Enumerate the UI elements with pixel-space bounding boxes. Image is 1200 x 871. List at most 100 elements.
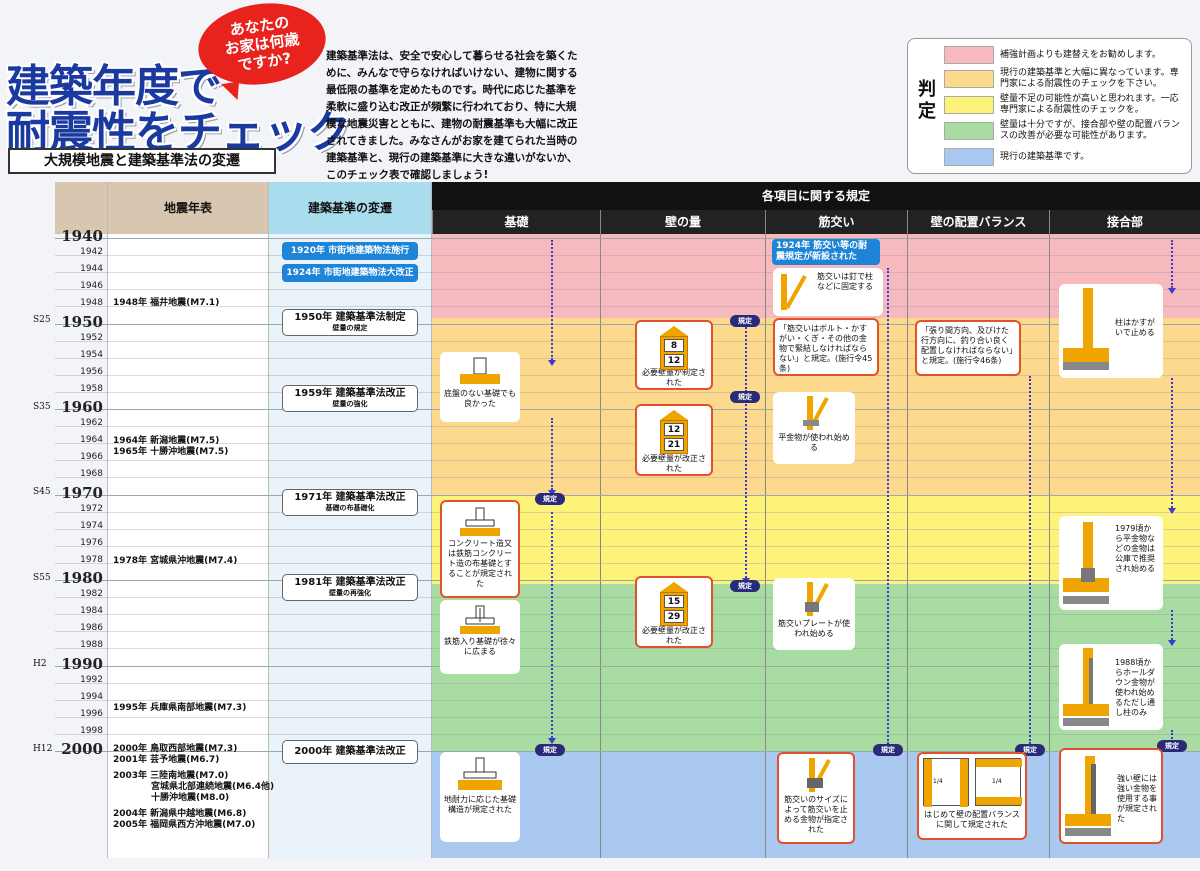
year-label-minor: 1964 bbox=[80, 435, 103, 446]
brace-card-4: 筋交いプレートが使われ始める bbox=[773, 578, 855, 650]
card-text: 必要壁量が改正された bbox=[642, 626, 706, 645]
legend-row-orange: 現行の建築基準と大幅に異なっています。専門家による耐震性のチェックを下さい。 bbox=[944, 68, 1185, 89]
quake-entry: 十勝沖地震(M8.0) bbox=[151, 793, 230, 803]
year-label-minor: 1978 bbox=[80, 554, 103, 565]
grid-line bbox=[55, 426, 1200, 428]
foundation-strip-icon bbox=[460, 507, 500, 536]
flat-bracket-icon bbox=[803, 396, 829, 430]
quake-entry: 2003年 三陸南地震(M7.0) bbox=[113, 771, 229, 781]
wall-value: 12 bbox=[664, 354, 684, 367]
grid-line bbox=[55, 631, 1200, 633]
quake-entry: 1948年 福井地震(M7.1) bbox=[113, 298, 220, 308]
year-label-minor: 1982 bbox=[80, 589, 103, 600]
quake-entry: 1964年 新潟地震(M7.5) bbox=[113, 436, 220, 446]
card-text: 「張り間方向、及びけた行方向に、釣り合い良く配置しなければならない」と規定。(施… bbox=[921, 326, 1013, 365]
grid-line bbox=[55, 460, 1200, 462]
legend-text: 現行の建築基準と大幅に異なっています。専門家による耐震性のチェックを下さい。 bbox=[1000, 68, 1179, 89]
quarter-label: 1/4 bbox=[933, 778, 943, 785]
judgement-legend: 判定 補強計画よりも建替えをお勧めします。 現行の建築基準と大幅に異なっています… bbox=[907, 38, 1192, 174]
year-header bbox=[55, 182, 107, 234]
grid-line bbox=[55, 597, 1200, 599]
legend-text: 壁量不足の可能性が高いと思われます。一応専門家による耐震性のチェックを。 bbox=[1000, 94, 1179, 115]
quake-entry: 1978年 宮城県沖地震(M7.4) bbox=[113, 556, 238, 566]
card-text: 筋交いのサイズによって筋交いを止める金物が指定された bbox=[784, 795, 848, 834]
wall-value: 15 bbox=[664, 595, 684, 608]
card-text: 強い壁には強い金物を使用する事が規定された bbox=[1117, 774, 1157, 823]
card-text: 「筋交いはボルト・かすがい・くぎ・その他の金物で緊結しなければならない」と規定。… bbox=[779, 324, 873, 373]
year-label-minor: 1942 bbox=[80, 247, 103, 258]
divider bbox=[1049, 234, 1050, 858]
quake-header: 地震年表 bbox=[108, 182, 268, 234]
brace-nail-icon bbox=[781, 274, 807, 310]
rule-badge: 規定 bbox=[730, 391, 760, 403]
timeline-arrow bbox=[548, 418, 556, 496]
standard-1924: 1924年 市街地建築物法大改正 bbox=[282, 264, 418, 282]
subheader-joint: 接合部 bbox=[1049, 210, 1200, 234]
card-text: 筋交いプレートが使われ始める bbox=[778, 619, 850, 638]
card-text: 筋交いは釘で柱などに固定する bbox=[817, 272, 873, 291]
grid-line bbox=[55, 511, 1200, 513]
timeline-arrow bbox=[1168, 378, 1176, 514]
standard-title: 1959年 建築基準法改正 bbox=[294, 388, 406, 399]
brace-card-5: 筋交いのサイズによって筋交いを止める金物が指定された bbox=[777, 752, 855, 844]
rules-header: 各項目に関する規定 bbox=[432, 182, 1200, 210]
flat-metal-joint-icon bbox=[1063, 522, 1109, 604]
year-label-major: 2000 bbox=[61, 740, 103, 758]
foundation-card-1: 底盤のない基礎でも良かった bbox=[440, 352, 520, 422]
standard-title: 1950年 建築基準法制定 bbox=[294, 312, 406, 323]
grid-line bbox=[55, 614, 1200, 616]
grid-line bbox=[55, 409, 1200, 410]
year-label-major: 1980 bbox=[61, 569, 103, 587]
standard-note: 基礎の布基礎化 bbox=[325, 504, 375, 512]
grid-line bbox=[55, 494, 1200, 496]
grid-line bbox=[55, 306, 1200, 308]
year-label-major: 1950 bbox=[61, 312, 103, 331]
year-label-minor: 1984 bbox=[80, 606, 103, 617]
divider bbox=[600, 234, 601, 858]
year-label-major: 1940 bbox=[61, 227, 103, 245]
quake-entry: 1995年 兵庫県南部地震(M7.3) bbox=[113, 703, 247, 713]
standard-1971: 1971年 建築基準法改正 基礎の布基礎化 bbox=[282, 489, 418, 516]
year-label-major: 1960 bbox=[61, 398, 103, 416]
grid-line bbox=[55, 238, 1200, 239]
standard-header: 建築基準の変遷 bbox=[269, 182, 431, 234]
legend-label: 判定 bbox=[918, 79, 936, 122]
year-label-major: 1970 bbox=[61, 483, 103, 502]
subheader-foundation: 基礎 bbox=[432, 210, 600, 234]
cramp-joint-icon bbox=[1063, 288, 1109, 370]
grid-line bbox=[55, 580, 1200, 581]
timeline-table: 地震年表 建築基準の変遷 各項目に関する規定 基礎 壁の量 筋交い 壁の配置バラ… bbox=[33, 182, 1200, 858]
legend-text: 壁量は十分ですが、接合部や壁の配置バランスの改善が必要な可能性があります。 bbox=[1000, 120, 1180, 141]
card-text: 1979頃から平金物などの金物は公庫で推奨され始める bbox=[1115, 524, 1155, 573]
grid-line bbox=[55, 648, 1200, 650]
legend-swatch-yellow bbox=[944, 96, 994, 114]
standard-1981: 1981年 建築基準法改正 壁量の再強化 bbox=[282, 574, 418, 601]
quake-entry: 2004年 新潟県中越地震(M6.8) bbox=[113, 809, 247, 819]
floor-plan-illustration: 1/4 1/4 bbox=[923, 758, 1022, 810]
year-label-minor: 1972 bbox=[80, 503, 103, 514]
standard-note: 壁量の再強化 bbox=[329, 589, 371, 597]
grid-line bbox=[55, 374, 1200, 376]
legend-text: 現行の建築基準です。 bbox=[1000, 151, 1090, 162]
grid-line bbox=[55, 751, 1200, 752]
grid-line bbox=[55, 340, 1200, 342]
quake-entry: 宮城県北部連続地震(M6.4他) bbox=[151, 782, 275, 792]
era-label: H2 bbox=[33, 659, 47, 669]
strong-hardware-joint-icon bbox=[1065, 756, 1111, 836]
timeline-arrow bbox=[884, 268, 892, 750]
page-title-line1: 建築年度で bbox=[6, 61, 222, 112]
card-text: 1988頃からホールダウン金物が使われ始めるただし通し柱のみ bbox=[1115, 658, 1155, 717]
plan-a: 1/4 bbox=[923, 758, 969, 807]
legend-swatch-red bbox=[944, 46, 994, 64]
standard-2000: 2000年 建築基準法改正 bbox=[282, 740, 418, 764]
year-label-minor: 1944 bbox=[80, 264, 103, 275]
brace-1924-rule: 1924年 筋交い等の耐震規定が新設された bbox=[772, 239, 880, 265]
quake-entry: 2001年 芸予地震(M6.7) bbox=[113, 755, 220, 765]
grid-line bbox=[55, 733, 1200, 735]
plan-b: 1/4 bbox=[975, 758, 1022, 806]
year-label-minor: 1948 bbox=[80, 298, 103, 309]
